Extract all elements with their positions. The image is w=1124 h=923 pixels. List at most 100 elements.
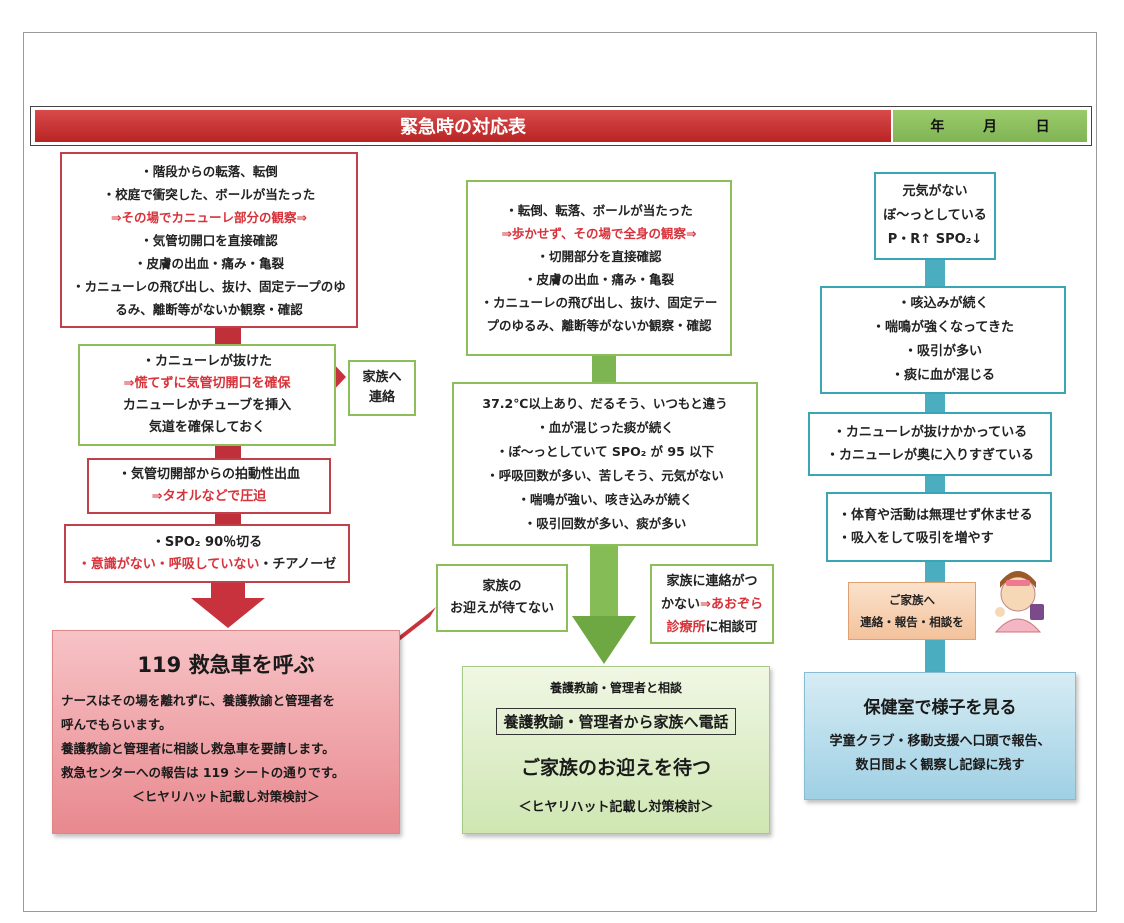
family-report-line: ご家族へ (889, 593, 935, 607)
call-ambulance-line: 救急センターへの報告は 119 シートの通りです。 (61, 765, 345, 780)
right-cough-line: ・痰に血が混じる (890, 368, 995, 383)
date-day-label: 日 (1035, 119, 1050, 135)
right-rest-line: ・体育や活動は無理せず休ませる (838, 508, 1033, 523)
middle-symptom-line: ・ぼ～っとしていて SPO₂ が 95 以下 (495, 444, 715, 459)
left-trauma-line: ・皮膚の出血・痛み・亀裂 (133, 255, 284, 271)
aozora-text: ⇒あおぞら (700, 596, 763, 612)
middle-symptom-line: 37.2℃以上あり、だるそう、いつもと違う (482, 396, 728, 411)
left-cannula-line: ⇒慌てずに気管切開口を確保 (123, 376, 291, 391)
left-trauma-line: ・校庭で衝突した、ボールが当たった (102, 186, 316, 202)
left-trauma-line: ・階段からの転落、転倒 (140, 163, 278, 179)
middle-down-arrow (572, 616, 636, 664)
cannot-wait-line: 家族の (482, 579, 522, 594)
no-consciousness-text: ・意識がない・ (77, 556, 169, 572)
middle-fall-line: ・切開部分を直接確認 (536, 249, 662, 264)
observe-infirmary-text: 学童クラブ・移動支援へ口頭で報告、 数日間よく観察し記録に残す (805, 730, 1075, 778)
middle-fall-line: プのゆるみ、離断等がないか観察・確認 (486, 318, 712, 333)
left-trauma-line: ・気管切開口を直接確認 (140, 232, 278, 248)
observe-infirmary-line: 学童クラブ・移動支援へ口頭で報告、 (829, 734, 1051, 749)
call-ambulance-line: 呼んでもらいます。 (61, 717, 172, 732)
page-frame (23, 32, 1097, 912)
right-cough-box: ・咳込みが続く ・喘鳴が強くなってきた ・吸引が多い ・痰に血が混じる (820, 286, 1066, 394)
left-cannula-line: カニューレかチューブを挿入 (122, 398, 292, 413)
left-connector-1 (215, 328, 241, 344)
family-contact-line: 家族へ (362, 370, 402, 385)
wait-family-box: 養護教諭・管理者と相談 養護教諭・管理者から家族へ電話 ご家族のお迎えを待つ ＜… (462, 666, 770, 834)
observe-infirmary-box: 保健室で様子を見る 学童クラブ・移動支援へ口頭で報告、 数日間よく観察し記録に残… (804, 672, 1076, 800)
no-contact-box: 家族に連絡がつ かない⇒あおぞら 診療所に相談可 (650, 564, 774, 644)
right-connector-3 (925, 476, 945, 492)
left-trauma-line: るみ、離断等がないか観察・確認 (115, 301, 303, 317)
right-cough-line: ・喘鳴が強くなってきた (872, 320, 1014, 335)
right-connector-2 (925, 394, 945, 412)
left-down-arrow (191, 583, 265, 628)
family-report-line: 連絡・報告・相談を (860, 615, 964, 629)
right-connector-1 (925, 260, 945, 286)
middle-fall-line: ・皮膚の出血・痛み・亀裂 (523, 272, 674, 287)
nurse-illustration (994, 571, 1044, 633)
wait-family-line3: ご家族のお迎えを待つ (520, 757, 711, 779)
left-spo2-line2: ・意識がない・呼吸していない・チアノーゼ (66, 554, 348, 576)
middle-symptom-line: ・喘鳴が強い、咳き込みが続く (517, 492, 693, 507)
wait-family-line2: 養護教諭・管理者から家族へ電話 (496, 708, 736, 735)
no-contact-line: かない⇒あおぞら (652, 593, 772, 616)
consult-text: に相談可 (705, 619, 758, 635)
left-spo2-line: ・SPO₂ 90％切る (151, 534, 263, 550)
right-cannula-box: ・カニューレが抜けかかっている ・カニューレが奥に入りすぎている (808, 412, 1052, 476)
middle-fall-line: ⇒歩かせず、その場で全身の観察⇒ (501, 226, 697, 241)
left-cannula-box: ・カニューレが抜けた ⇒慌てずに気管切開口を確保 カニューレかチューブを挿入 気… (78, 344, 336, 446)
page-title: 緊急時の対応表 (35, 110, 891, 142)
title-bar: 緊急時の対応表 年 月 日 (30, 106, 1092, 146)
call-ambulance-line: 養護教諭と管理者に相談し救急車を要請します。 (61, 741, 335, 756)
wait-family-line4: ＜ヒヤリハット記載し対策検討＞ (518, 800, 714, 815)
left-trauma-line: ⇒その場でカニューレ部分の観察⇒ (111, 209, 307, 225)
left-bleeding-line: ・気管切開部からの拍動性出血 (117, 467, 300, 482)
right-cannula-line: ・カニューレが奥に入りすぎている (825, 448, 1034, 463)
family-contact-box: 家族へ 連絡 (348, 360, 416, 416)
date-month-label: 月 (982, 119, 997, 135)
left-bleeding-line: ⇒タオルなどで圧迫 (151, 489, 267, 504)
no-contact-line: 家族に連絡がつ (666, 573, 758, 589)
call-ambulance-line: ナースはその場を離れずに、養護教諭と管理者を (61, 693, 336, 708)
middle-symptom-line: ・血が混じった痰が続く (536, 420, 674, 435)
call-ambulance-line: ＜ヒヤリハット記載し対策検討＞ (132, 789, 320, 804)
wait-family-line1: 養護教諭・管理者と相談 (549, 681, 682, 695)
middle-connector-2 (590, 546, 618, 616)
no-contact-text: かない (661, 596, 701, 612)
left-cannula-line: 気道を確保しておく (148, 420, 266, 435)
right-sign-line: ぼ～っとしている (883, 208, 987, 223)
right-rest-line: ・吸入をして吸引を増やす (838, 531, 994, 546)
call-ambulance-text: ナースはその場を離れずに、養護教諭と管理者を 呼んでもらいます。 養護教諭と管理… (61, 689, 391, 809)
left-connector-2 (215, 446, 241, 458)
left-connector-3 (215, 514, 241, 524)
middle-fall-line: ・カニューレの飛び出し、抜け、固定テー (480, 295, 718, 310)
date-field: 年 月 日 (893, 110, 1087, 142)
call-ambulance-box: 119 救急車を呼ぶ ナースはその場を離れずに、養護教諭と管理者を 呼んでもらい… (52, 630, 400, 834)
right-cannula-line: ・カニューレが抜けかかっている (832, 425, 1028, 440)
right-cough-line: ・吸引が多い (903, 344, 982, 359)
family-report-note: ご家族へ 連絡・報告・相談を (848, 582, 976, 640)
middle-fall-line: ・転倒、転落、ボールが当たった (505, 203, 693, 218)
date-year-label: 年 (930, 119, 945, 135)
right-rest-box: ・体育や活動は無理せず休ませる ・吸入をして吸引を増やす (826, 492, 1052, 562)
clinic-text: 診療所 (666, 619, 706, 635)
right-sign-line: 元気がない (902, 184, 968, 199)
right-sign-line: P・R↑ SPO₂↓ (887, 232, 983, 247)
family-contact-line: 連絡 (368, 390, 395, 405)
middle-symptom-line: ・吸引回数が多い、痰が多い (523, 516, 687, 531)
left-trauma-line: ・カニューレの飛び出し、抜け、固定テープのゆ (72, 278, 346, 294)
observe-infirmary-title: 保健室で様子を見る (863, 698, 1017, 718)
cyanosis-text: ・チアノーゼ (259, 556, 337, 572)
left-spo2-box: ・SPO₂ 90％切る ・意識がない・呼吸していない・チアノーゼ (64, 524, 350, 583)
no-contact-line: 診療所に相談可 (652, 616, 772, 639)
no-breathing-text: 呼吸していない (168, 556, 260, 572)
observe-infirmary-line: 数日間よく観察し記録に残す (855, 758, 1025, 773)
middle-fall-box: ・転倒、転落、ボールが当たった ⇒歩かせず、その場で全身の観察⇒ ・切開部分を直… (466, 180, 732, 356)
cannot-wait-box: 家族の お迎えが待てない (436, 564, 568, 632)
middle-symptom-line: ・呼吸回数が多い、苦しそう、元気がない (486, 468, 724, 483)
right-cough-line: ・咳込みが続く (897, 296, 989, 311)
right-sign-box: 元気がない ぼ～っとしている P・R↑ SPO₂↓ (874, 172, 996, 260)
left-cannula-line: ・カニューレが抜けた (141, 354, 272, 369)
middle-symptom-box: 37.2℃以上あり、だるそう、いつもと違う ・血が混じった痰が続く ・ぼ～っとし… (452, 382, 758, 546)
middle-connector-1 (592, 356, 616, 382)
